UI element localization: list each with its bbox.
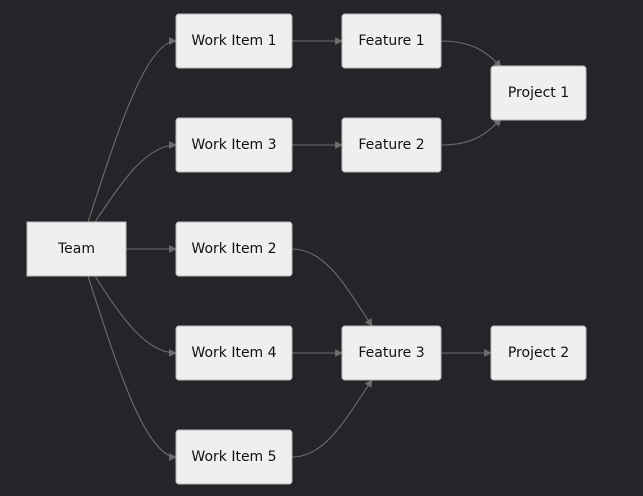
node-label: Project 2 bbox=[508, 345, 569, 361]
node-team[interactable]: Team bbox=[26, 221, 127, 277]
node-label: Work Item 4 bbox=[191, 345, 276, 361]
node-label: Work Item 5 bbox=[191, 449, 276, 465]
node-work-item-2[interactable]: Work Item 2 bbox=[175, 221, 293, 277]
edge-work-item-5-to-feature-3 bbox=[291, 379, 373, 458]
node-feature-3[interactable]: Feature 3 bbox=[341, 325, 442, 381]
node-work-item-5[interactable]: Work Item 5 bbox=[175, 429, 293, 485]
edge-team-to-work-item-1 bbox=[87, 37, 177, 223]
node-feature-2[interactable]: Feature 2 bbox=[341, 117, 442, 173]
edge-team-to-work-item-4 bbox=[94, 275, 177, 357]
node-work-item-4[interactable]: Work Item 4 bbox=[175, 325, 293, 381]
node-label: Feature 1 bbox=[358, 33, 424, 49]
edge-team-to-work-item-3 bbox=[94, 141, 177, 223]
node-label: Feature 3 bbox=[358, 345, 424, 361]
edge-work-item-2-to-feature-3 bbox=[291, 248, 373, 327]
edge-team-to-work-item-5 bbox=[87, 275, 177, 461]
node-project-1[interactable]: Project 1 bbox=[490, 65, 587, 121]
edges-layer bbox=[87, 37, 502, 461]
node-label: Feature 2 bbox=[358, 137, 424, 153]
edge-feature-1-to-project-1 bbox=[440, 40, 502, 68]
node-feature-1[interactable]: Feature 1 bbox=[341, 13, 442, 69]
edge-feature-2-to-project-1 bbox=[440, 118, 502, 146]
node-label: Work Item 2 bbox=[191, 241, 276, 257]
node-label: Team bbox=[57, 241, 95, 257]
node-label: Work Item 1 bbox=[191, 33, 276, 49]
node-project-2[interactable]: Project 2 bbox=[490, 325, 587, 381]
node-label: Project 1 bbox=[508, 85, 569, 101]
nodes-layer: Team Work Item 1 Work Item 3 Work Item 2… bbox=[26, 13, 587, 485]
node-work-item-3[interactable]: Work Item 3 bbox=[175, 117, 293, 173]
node-work-item-1[interactable]: Work Item 1 bbox=[175, 13, 293, 69]
node-label: Work Item 3 bbox=[191, 137, 276, 153]
